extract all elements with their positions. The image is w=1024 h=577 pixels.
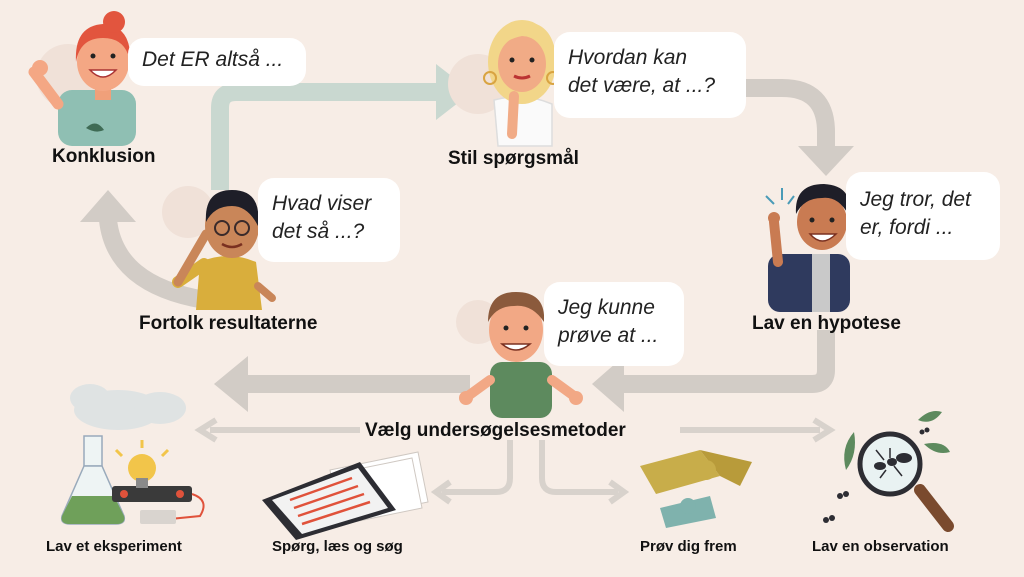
puzzle-icon [640, 450, 752, 528]
speech-bubble-interpret: Hvad viser det så ...? [258, 178, 400, 262]
arrow-question-to-hypothesis [730, 79, 854, 176]
speech-text-line1: Hvad viser [272, 192, 372, 215]
method-label-observation: Lav en observation [812, 538, 949, 555]
person-question-avatar [448, 20, 560, 147]
step-label-methods: Vælg undersøgelsesmetoder [365, 420, 626, 441]
speech-text-line2: det så ...? [272, 220, 365, 243]
method-label-search: Spørg, læs og søg [272, 538, 403, 555]
speech-text-line2: prøve at ... [558, 324, 659, 347]
step-label-hypothesis: Lav en hypotese [752, 313, 901, 334]
step-label-conclusion: Konklusion [52, 146, 156, 167]
speech-bubble-methods: Jeg kunne prøve at ... [544, 282, 684, 366]
speech-text-line2: er, fordi ... [860, 216, 954, 239]
speech-text-line1: Jeg kunne [558, 296, 655, 319]
step-label-interpret: Fortolk resultaterne [139, 313, 318, 334]
arrow-hypothesis-to-methods [592, 330, 835, 412]
method-label-try: Prøv dig frem [640, 538, 737, 555]
person-hypothesis-avatar [765, 184, 850, 312]
tablet-documents-icon [262, 451, 429, 540]
speech-text: Det ER altså ... [142, 48, 284, 71]
person-conclusion-avatar [28, 11, 136, 146]
speech-text-line1: Hvordan kan [568, 46, 688, 69]
step-label-question: Stil spørgsmål [448, 148, 579, 169]
method-label-experiment: Lav et eksperiment [46, 538, 182, 555]
speech-text-line2: det være, at ...? [568, 74, 716, 97]
method-branch-arrows [194, 417, 836, 505]
person-methods-avatar [456, 292, 583, 418]
arrow-methods-to-interpret [214, 356, 470, 412]
person-interpret-avatar [162, 186, 276, 310]
arrow-interpret-to-conclusion [80, 190, 207, 309]
lab-experiment-icon [60, 384, 205, 525]
speech-bubble-conclusion: Det ER altså ... [128, 38, 306, 86]
speech-bubble-hypothesis: Jeg tror, det er, fordi ... [846, 172, 1000, 260]
magnifier-ant-icon [823, 411, 954, 532]
speech-bubble-question: Hvordan kan det være, at ...? [554, 32, 746, 118]
speech-text-line1: Jeg tror, det [860, 188, 971, 211]
